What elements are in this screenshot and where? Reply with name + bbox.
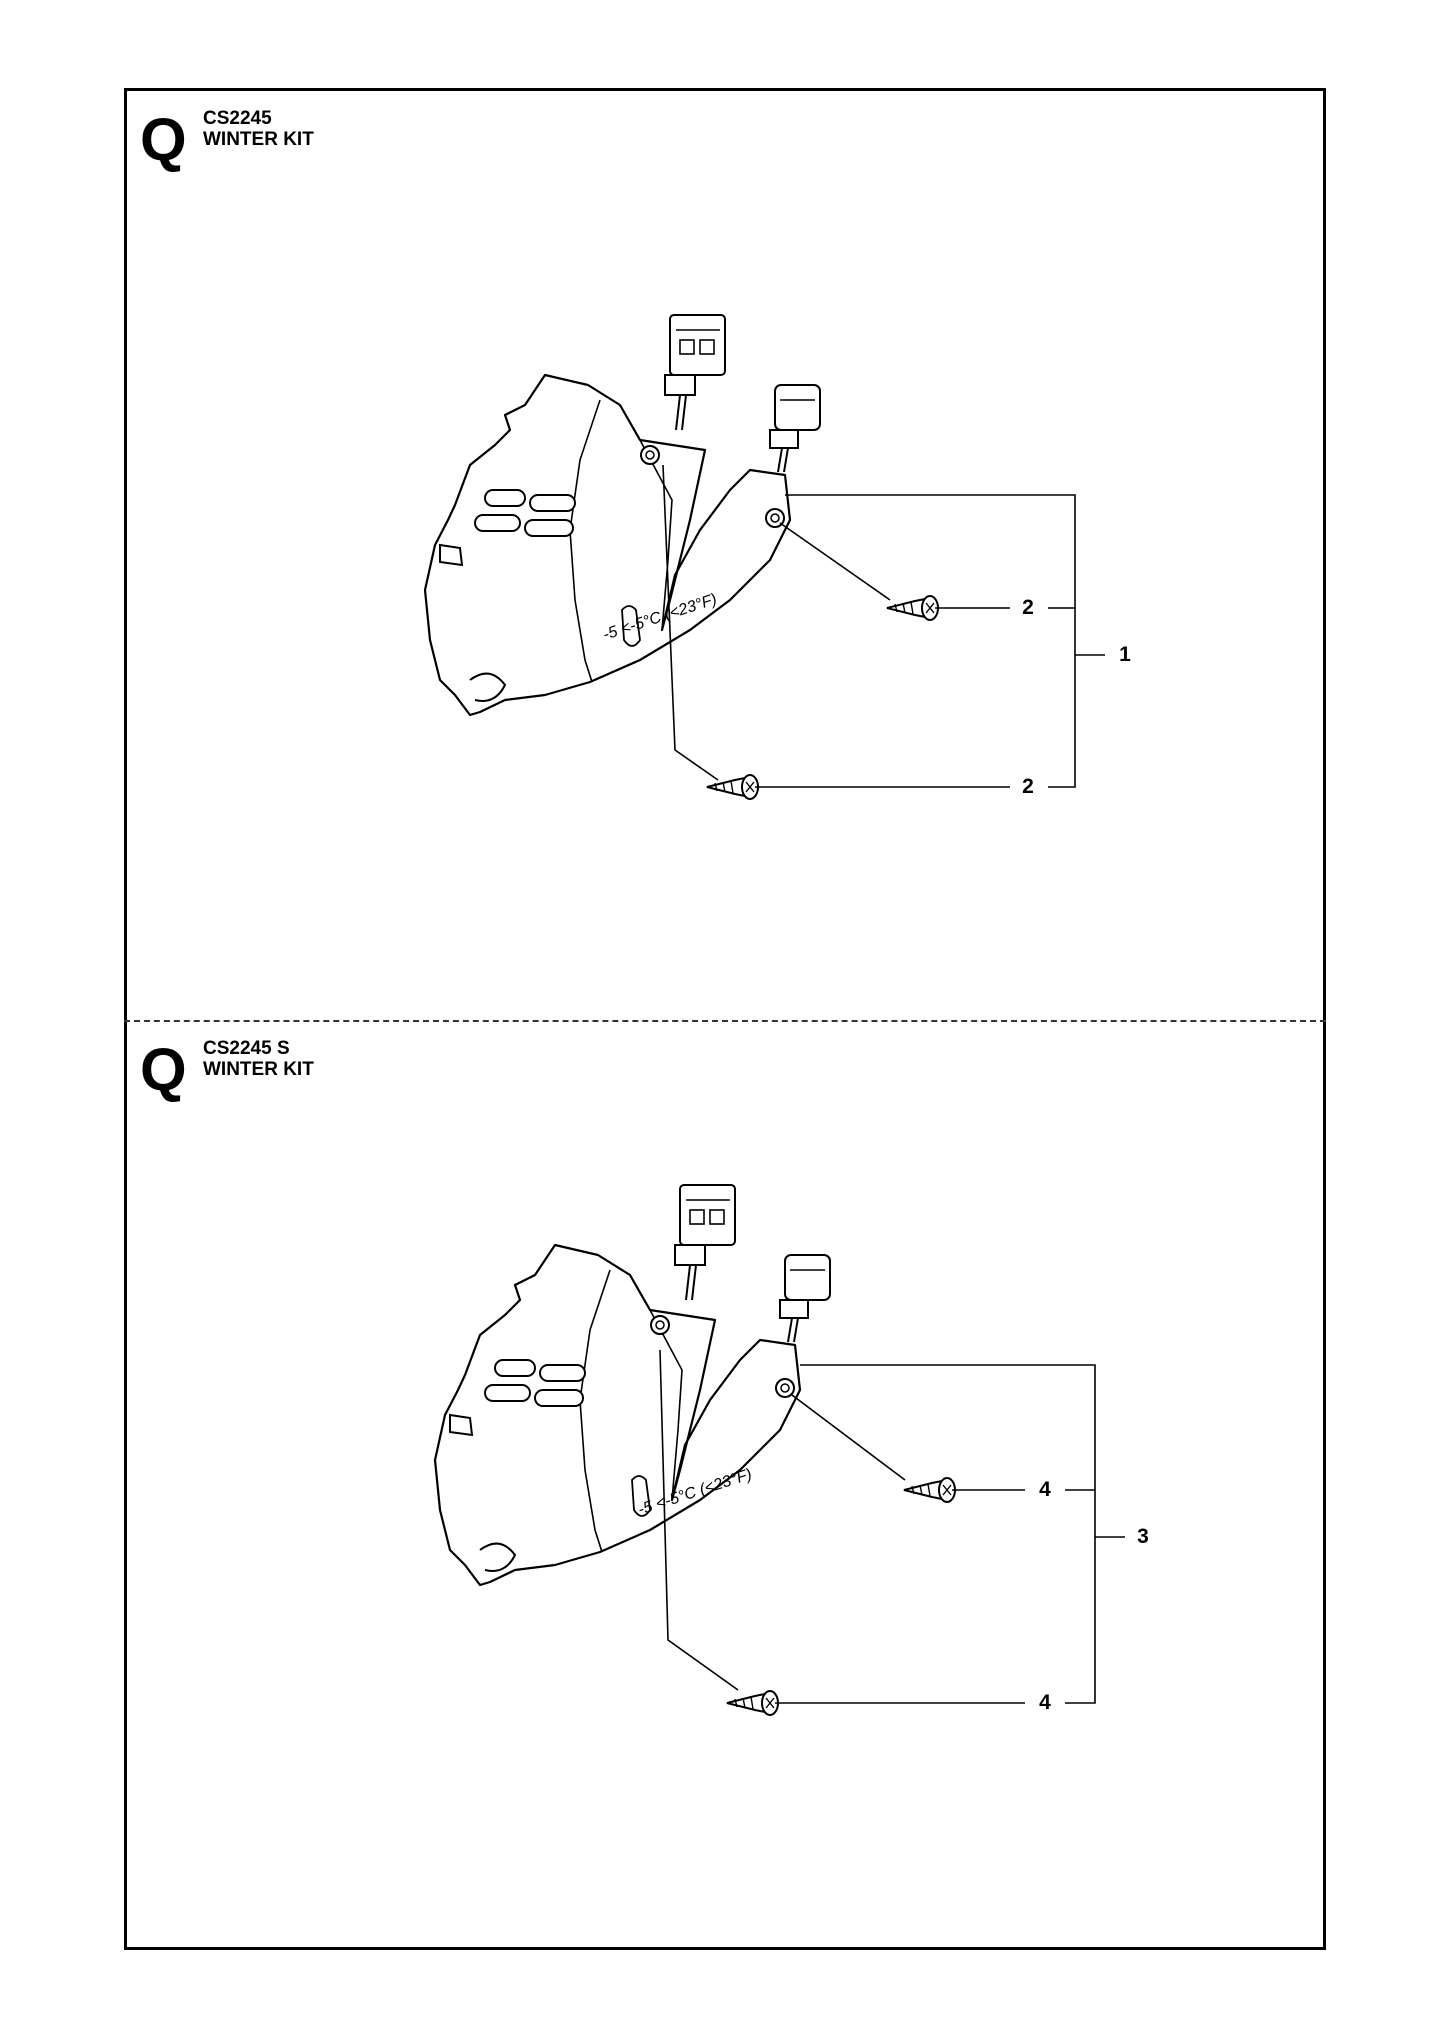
section-letter: Q xyxy=(140,106,187,173)
callout-assembly: 1 xyxy=(1119,643,1131,666)
screw-upper-1 xyxy=(886,595,939,621)
page-frame xyxy=(124,88,1326,1950)
section-letter: Q xyxy=(140,1036,187,1103)
leader-lines-1 xyxy=(662,464,1105,788)
callout-screw-lower: 2 xyxy=(1022,775,1034,798)
callout-screw-upper: 4 xyxy=(1039,1478,1051,1501)
screw-lower-2 xyxy=(726,1690,779,1716)
section-name: WINTER KIT xyxy=(203,1059,314,1080)
winter-kit-cover-2 xyxy=(433,1183,832,1587)
winter-kit-cover-1 xyxy=(423,313,822,717)
screw-upper-2 xyxy=(903,1477,956,1503)
section-divider xyxy=(124,1020,1326,1022)
section-name: WINTER KIT xyxy=(203,129,314,150)
callout-assembly: 3 xyxy=(1137,1525,1149,1548)
callout-screw-upper: 2 xyxy=(1022,596,1034,619)
section-model: CS2245 S xyxy=(203,1038,290,1059)
leader-lines-2 xyxy=(659,1349,1125,1704)
section-model: CS2245 xyxy=(203,108,272,129)
callout-screw-lower: 4 xyxy=(1039,1691,1051,1714)
